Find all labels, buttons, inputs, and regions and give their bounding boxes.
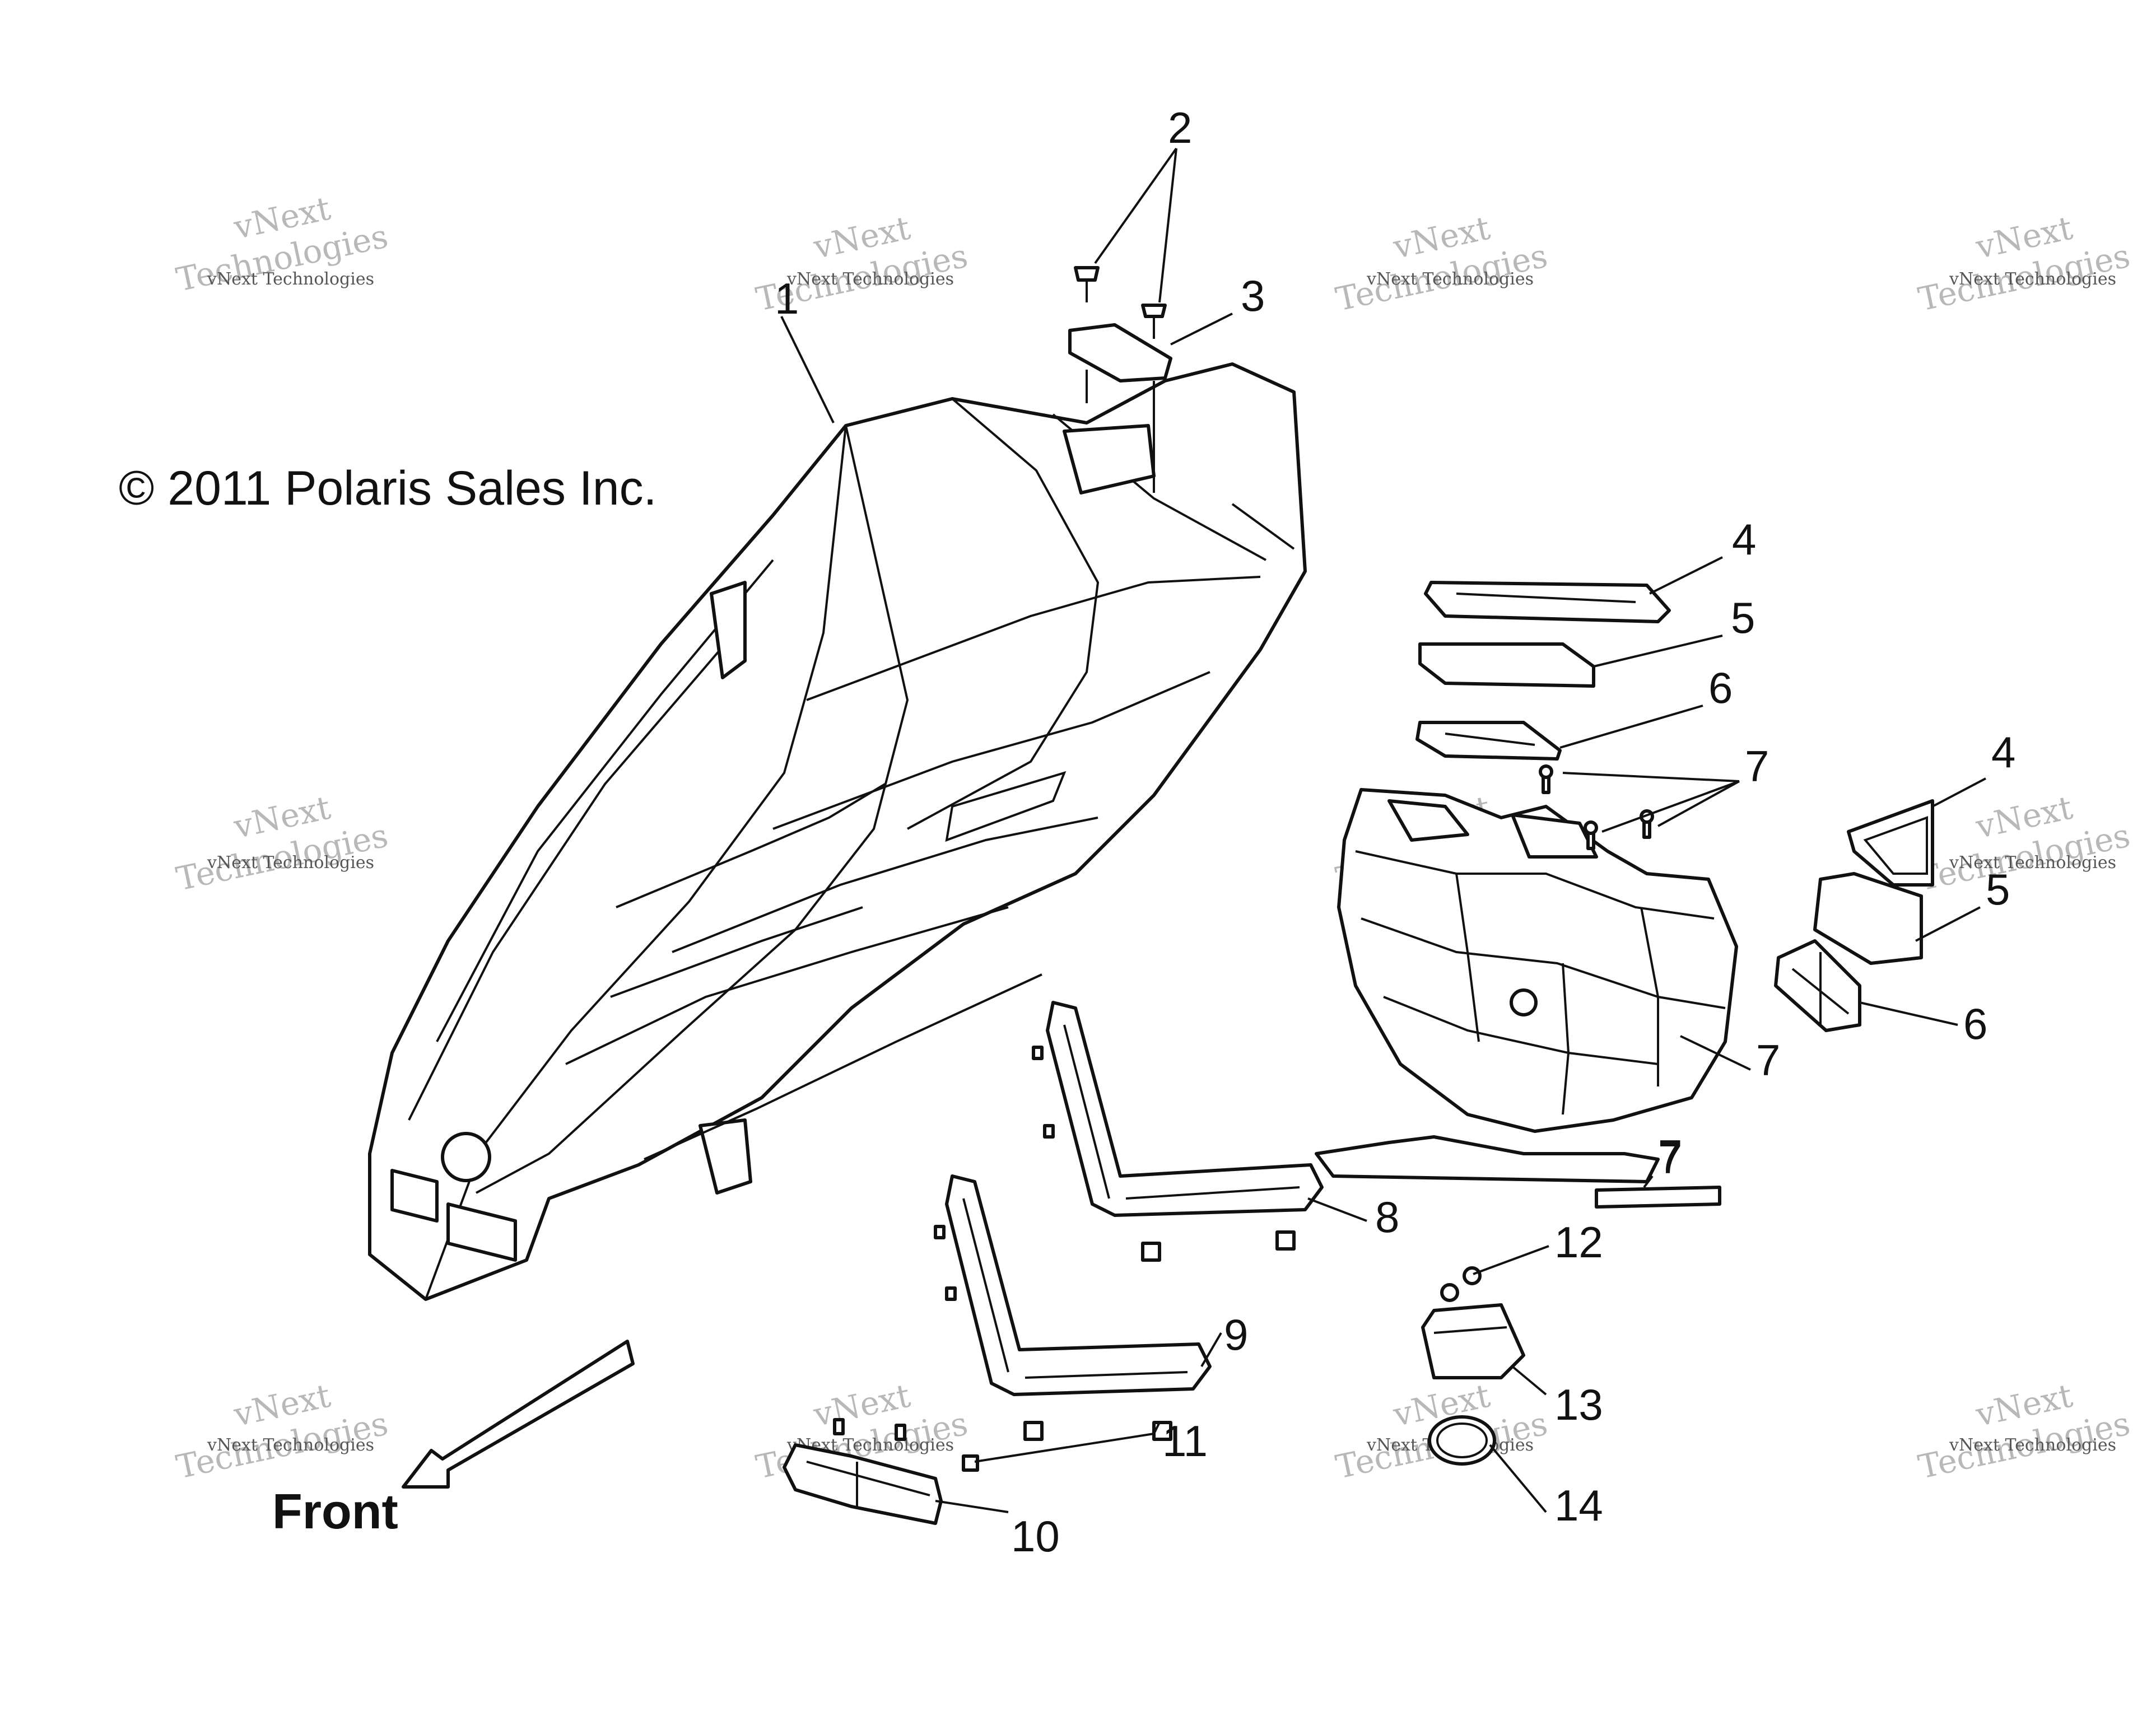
part-11-clip [962,1454,979,1472]
callout-2: 2 [1168,103,1192,152]
watermark-small: vNext Technologies [207,1435,374,1455]
callout-7-strip: 7 [1658,1131,1682,1180]
callout-8: 8 [1375,1192,1399,1242]
part-1-hood [368,362,1307,1301]
front-direction-label: Front [272,1484,398,1539]
callout-7-seal: 7 [1658,1134,1682,1183]
part-4-right-vent [1847,799,1934,887]
callout-3: 3 [1241,271,1265,320]
callout-7-airbox: 7 [1756,1036,1780,1085]
watermark-small: vNext Technologies [1366,269,1534,289]
part-9-grille [934,1174,1212,1441]
watermark-small: vNext Technologies [1949,853,2116,873]
callout-labels: 1 2 3 4 5 6 7 7 7 7 4 5 6 8 9 10 11 12 1… [775,103,2015,1561]
callout-7-bolts: 7 [1745,741,1769,791]
callout-12: 12 [1554,1218,1603,1267]
callout-6-right: 6 [1963,999,1987,1048]
part-3-bracket [1068,323,1172,493]
watermark-small: vNext Technologies [786,269,954,289]
callout-5-right: 5 [1986,865,2010,914]
callout-6: 6 [1708,663,1733,712]
callout-4-right: 4 [1991,727,2015,777]
callout-13: 13 [1554,1380,1603,1429]
part-5-right-panel [1813,872,1923,965]
callout-10: 10 [1011,1512,1060,1561]
watermark-small: vNext Technologies [207,269,374,289]
part-12-nuts [1440,1266,1482,1302]
callout-11: 11 [1162,1416,1208,1466]
watermark-small: vNext Technologies [207,853,374,873]
callout-9: 9 [1224,1310,1248,1359]
watermark-small: vNext Technologies [1949,269,2116,289]
watermark-small: vNext Technologies [1949,1435,2116,1455]
part-13-bracket [1421,1303,1525,1379]
callout-1: 1 [775,274,799,323]
part-8-grille [1032,1001,1324,1262]
part-6-right-screen [1774,939,1861,1032]
leader-lines [780,147,1986,1513]
part-14-emblem [1428,1415,1496,1466]
callout-4: 4 [1732,515,1756,564]
part-10-grille [783,1418,943,1525]
copyright-text: © 2011 Polaris Sales Inc. [119,461,657,515]
part-4-upper-vent [1424,581,1671,623]
callout-14: 14 [1554,1481,1603,1530]
front-arrow-icon [402,1340,635,1489]
part-6-upper-screen [1415,721,1562,761]
callout-5: 5 [1731,593,1755,642]
part-7-airbox [1315,764,1738,1209]
part-2-rivets [1074,266,1167,339]
part-5-upper-panel [1418,642,1595,688]
